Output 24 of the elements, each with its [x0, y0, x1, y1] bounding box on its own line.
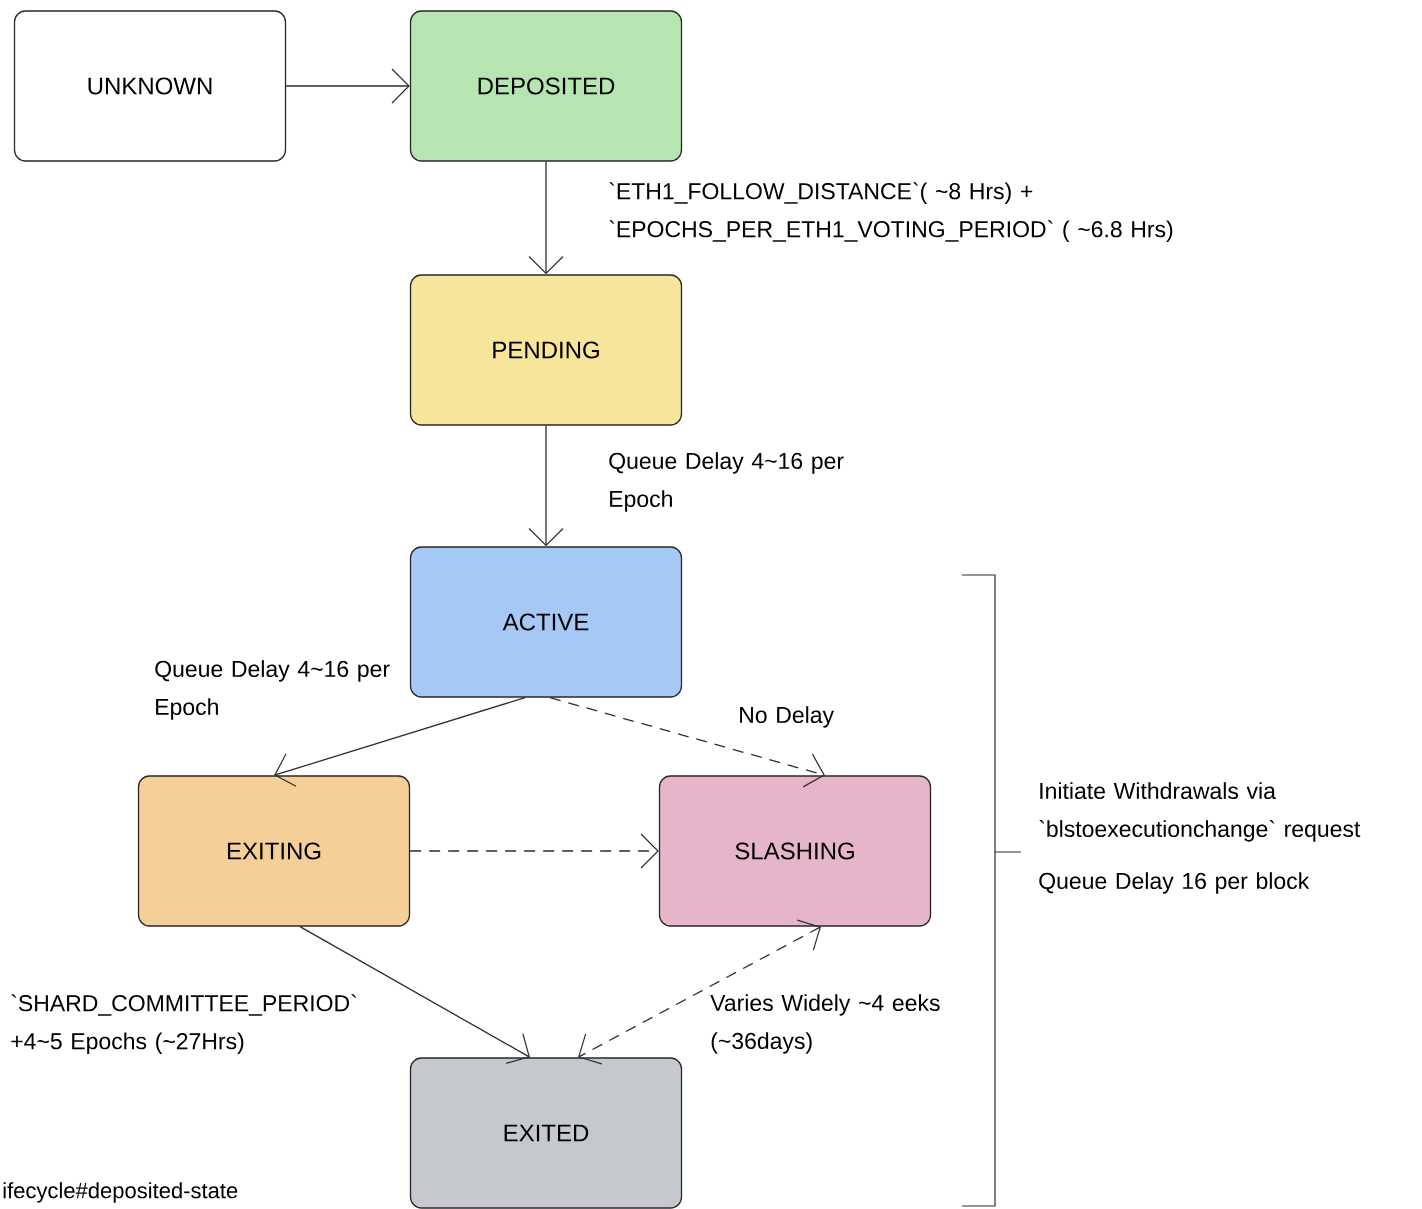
edge-label: Queue Delay 4~16 per Epoch	[609, 452, 844, 512]
state-box: SLASHING	[658, 775, 932, 927]
state-box: EXITED	[409, 1057, 683, 1209]
arrow	[409, 833, 659, 869]
url-text: ifecycle#deposited-state	[3, 1182, 238, 1203]
arrow	[578, 919, 821, 1065]
note-text: Queue Delay 16 per block	[1039, 872, 1310, 894]
state-box: UNKNOWN	[13, 10, 287, 162]
arrow	[274, 697, 526, 787]
note-text: Initiate Withdrawals via `blstoexecutionchange` request	[1039, 782, 1361, 842]
arrow	[285, 68, 410, 104]
edge-label: `SHARD_COMMITTEE_PERIOD` +4~5 Epochs (~27Hrs)	[11, 994, 357, 1054]
edge-label: Varies Widely ~4 eeks (~36days)	[710, 994, 940, 1054]
arrow	[549, 697, 825, 788]
edge-label: `ETH1_FOLLOW_DISTANCE`( ~8 Hrs) + `EPOCHS_PER_ETH1_VOTING_PERIOD` ( ~6.8 Hrs)	[609, 182, 1173, 242]
state-box: DEPOSITED	[409, 10, 683, 162]
edge-label: Queue Delay 4~16 per Epoch	[155, 660, 390, 720]
edge-label: No Delay	[740, 706, 834, 728]
state-box: EXITING	[137, 775, 411, 927]
arrow	[299, 926, 530, 1064]
arrow	[528, 425, 564, 547]
state-box: PENDING	[409, 274, 683, 426]
state-box: ACTIVE	[409, 546, 683, 698]
arrow	[528, 161, 564, 275]
